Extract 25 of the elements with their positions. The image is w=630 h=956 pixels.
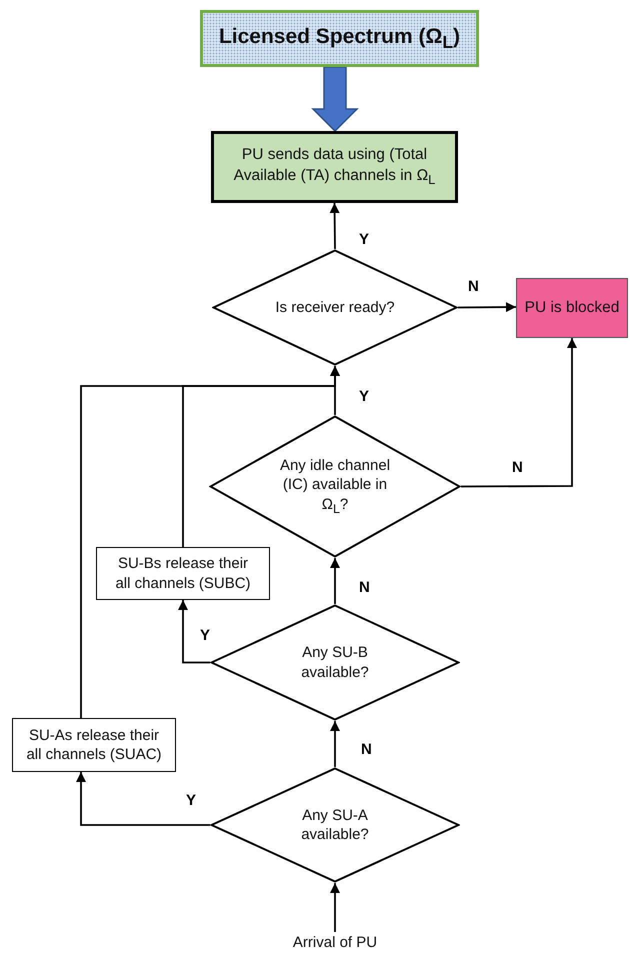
box-text: PU sends data using (Total Available (TA) channels in Ω$_{L}$ [232,145,436,189]
arrow [461,338,577,488]
arrow [330,721,340,767]
question-text: Any SU-A available? [300,806,370,844]
box-text: SU-As release their all channels (SUAC) [25,726,163,764]
box-text: PU is blocked [524,298,620,318]
question-text: Is receiver ready? [274,298,396,318]
arrow [330,203,340,249]
box-text: SU-Bs release their all channels (SUBC) [114,554,252,593]
arrow [76,772,210,826]
process-box [211,131,458,203]
process-box [96,547,270,600]
process-box [12,718,176,772]
arrow [330,883,340,932]
terminal-box [516,278,628,338]
arrow [80,366,340,718]
question-text: Any idle channel (IC) available in Ω$_{L}$? [278,456,392,518]
arrow [330,558,340,604]
question-text: Any SU-B available? [300,643,370,682]
start-label: Arrival of PU [292,933,378,953]
box-text: Licensed Spectrum (Ω$_{L}$) [218,24,460,54]
spectrum-box [200,10,479,67]
block-arrow [311,66,359,132]
arrow [458,302,516,312]
arrow [178,600,210,664]
